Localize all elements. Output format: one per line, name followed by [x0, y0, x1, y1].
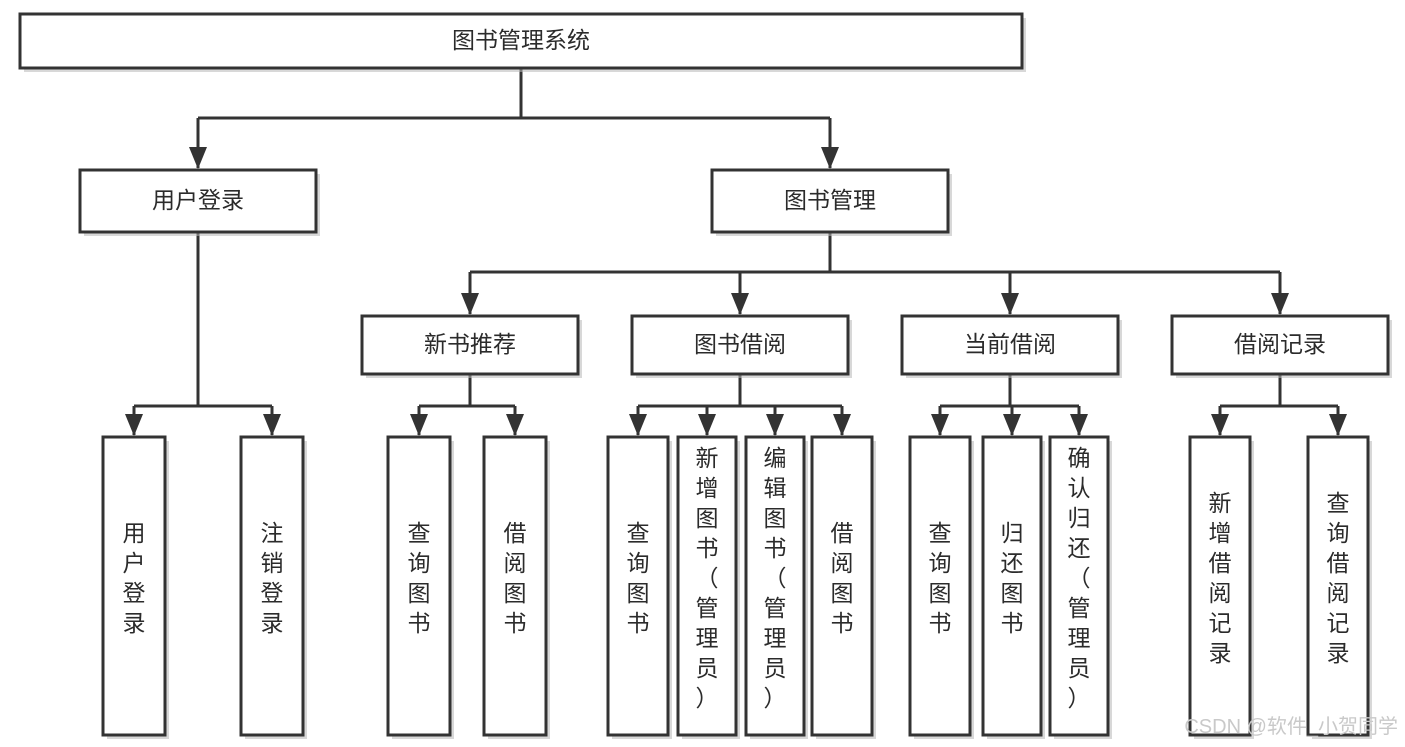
node-leaf-query-book-1[interactable]: 查询图书: [386, 435, 454, 739]
current-borrow-to-leaves-arrowhead-2: [1070, 414, 1088, 436]
borrow-record-to-leaves-arrowhead-1: [1329, 414, 1347, 436]
node-label: 用户登录: [123, 520, 146, 636]
connector-layer: [125, 68, 1347, 436]
node-box[interactable]: [606, 435, 670, 737]
book-borrow-to-leaves-arrowhead-3: [833, 414, 851, 436]
node-box[interactable]: [908, 435, 972, 737]
node-label: 查询图书: [627, 520, 650, 636]
userlogin-to-leaves-arrowhead-1: [263, 414, 281, 436]
root-to-modules-arrowhead-0: [189, 147, 207, 169]
node-box[interactable]: [676, 435, 738, 737]
root-to-modules-arrowhead-1: [821, 147, 839, 169]
node-label: 当前借阅: [964, 331, 1056, 357]
new-book-recommend-to-leaves-arrowhead-0: [410, 414, 428, 436]
node-leaf-query-record[interactable]: 查询借阅记录: [1306, 435, 1372, 739]
node-new-book-recommend[interactable]: 新书推荐: [360, 314, 582, 378]
node-leaf-confirm-return[interactable]: 确认归还（管理员）: [1048, 435, 1112, 739]
node-leaf-user-login[interactable]: 用户登录: [101, 435, 169, 739]
node-layer: 图书管理系统用户登录图书管理新书推荐图书借阅当前借阅借阅记录用户登录注销登录查询…: [18, 12, 1392, 739]
node-label: 新书推荐: [424, 331, 516, 357]
node-borrow-record[interactable]: 借阅记录: [1170, 314, 1392, 378]
node-label: 图书借阅: [694, 331, 786, 357]
node-leaf-query-book-3[interactable]: 查询图书: [908, 435, 974, 739]
node-label: 查询借阅记录: [1327, 490, 1350, 666]
node-box[interactable]: [101, 435, 167, 737]
node-box[interactable]: [1188, 435, 1252, 737]
node-box[interactable]: [239, 435, 305, 737]
node-label: 确认归还（管理员）: [1068, 445, 1091, 711]
node-leaf-add-book[interactable]: 新增图书（管理员）: [676, 435, 740, 739]
node-book-borrow[interactable]: 图书借阅: [630, 314, 852, 378]
node-label: 查询图书: [408, 520, 431, 636]
node-box[interactable]: [386, 435, 452, 737]
node-box[interactable]: [900, 314, 1120, 376]
bookmanage-to-submodules-arrowhead-2: [1001, 293, 1019, 315]
bookmanage-to-submodules-arrowhead-1: [731, 293, 749, 315]
node-leaf-borrow-book-1[interactable]: 借阅图书: [482, 435, 550, 739]
bookmanage-to-submodules-arrowhead-3: [1271, 293, 1289, 315]
book-borrow-to-leaves-arrowhead-1: [698, 414, 716, 436]
node-leaf-user-logout[interactable]: 注销登录: [239, 435, 307, 739]
node-label: 注销登录: [261, 520, 284, 636]
node-label: 查询图书: [929, 520, 952, 636]
node-box[interactable]: [18, 12, 1024, 70]
node-box[interactable]: [630, 314, 850, 376]
node-current-borrow[interactable]: 当前借阅: [900, 314, 1122, 378]
current-borrow-to-leaves-arrowhead-1: [1003, 414, 1021, 436]
node-user-login[interactable]: 用户登录: [78, 168, 320, 236]
node-box[interactable]: [1170, 314, 1390, 376]
userlogin-to-leaves-arrowhead-0: [125, 414, 143, 436]
node-box[interactable]: [744, 435, 806, 737]
node-root[interactable]: 图书管理系统: [18, 12, 1026, 72]
node-label: 新增借阅记录: [1209, 490, 1232, 666]
node-label: 编辑图书（管理员）: [764, 445, 787, 711]
node-leaf-edit-book[interactable]: 编辑图书（管理员）: [744, 435, 808, 739]
book-borrow-to-leaves-arrowhead-2: [766, 414, 784, 436]
node-box[interactable]: [360, 314, 580, 376]
book-borrow-to-leaves-arrowhead-0: [629, 414, 647, 436]
node-box[interactable]: [78, 168, 318, 234]
node-box[interactable]: [1048, 435, 1110, 737]
node-box[interactable]: [981, 435, 1043, 737]
node-box[interactable]: [1306, 435, 1370, 737]
node-label: 借阅图书: [831, 520, 854, 636]
node-book-manage[interactable]: 图书管理: [710, 168, 952, 236]
new-book-recommend-to-leaves-arrowhead-1: [506, 414, 524, 436]
watermark-label: CSDN @软件_小贺同学: [1184, 715, 1398, 738]
node-label: 用户登录: [152, 187, 244, 213]
node-label: 借阅记录: [1234, 331, 1326, 357]
node-box[interactable]: [710, 168, 950, 234]
bookmanage-to-submodules-arrowhead-0: [461, 293, 479, 315]
node-box[interactable]: [810, 435, 874, 737]
node-box[interactable]: [482, 435, 548, 737]
node-leaf-add-record[interactable]: 新增借阅记录: [1188, 435, 1254, 739]
borrow-record-to-leaves-arrowhead-0: [1211, 414, 1229, 436]
node-leaf-query-book-2[interactable]: 查询图书: [606, 435, 672, 739]
node-leaf-borrow-book-2[interactable]: 借阅图书: [810, 435, 876, 739]
node-label: 归还图书: [1001, 520, 1024, 636]
node-label: 新增图书（管理员）: [696, 445, 719, 711]
node-label: 借阅图书: [504, 520, 527, 636]
node-leaf-return-book[interactable]: 归还图书: [981, 435, 1045, 739]
current-borrow-to-leaves-arrowhead-0: [931, 414, 949, 436]
node-label: 图书管理: [784, 187, 876, 213]
node-label: 图书管理系统: [452, 27, 590, 53]
